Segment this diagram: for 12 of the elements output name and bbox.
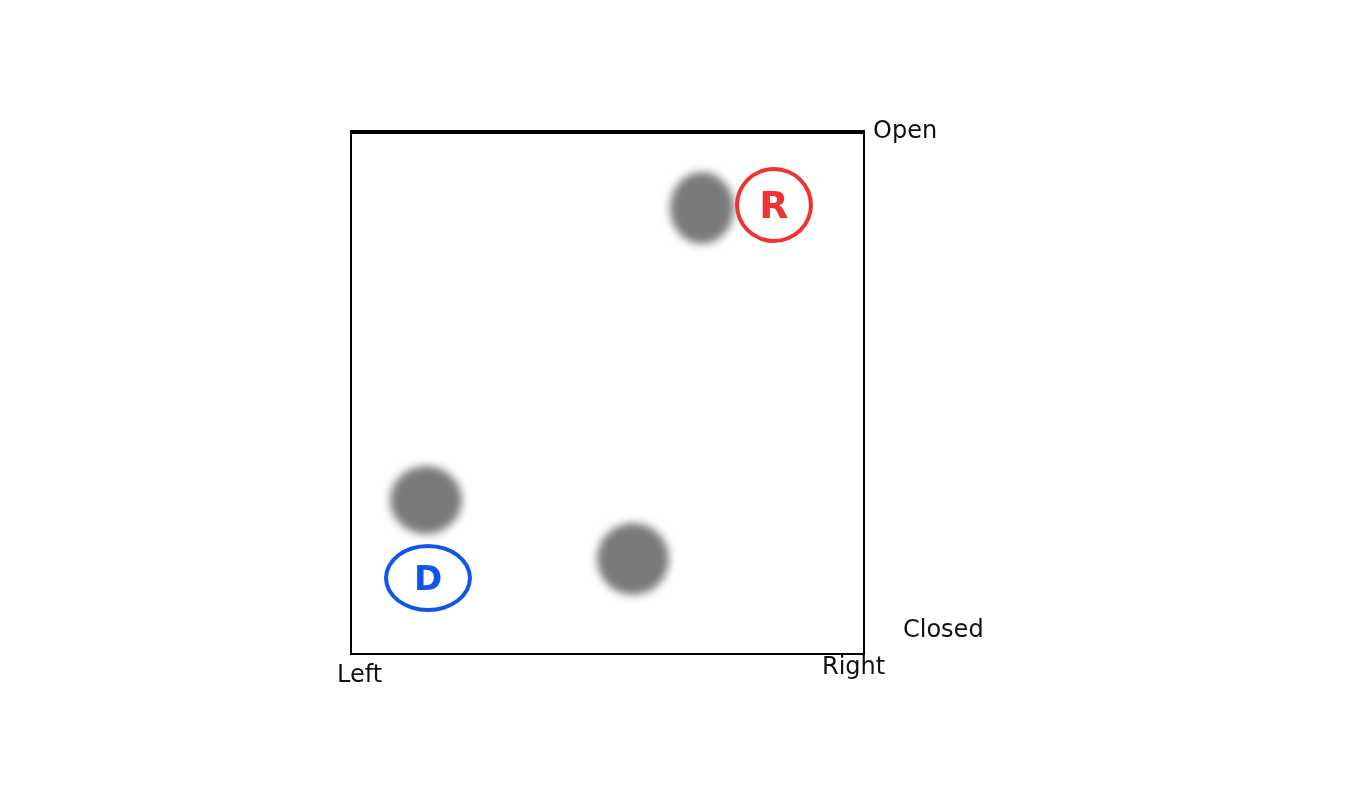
blurred-dot bbox=[597, 523, 669, 595]
axis-label: Right bbox=[822, 652, 886, 680]
axis-label: Closed bbox=[903, 615, 984, 643]
blurred-dot bbox=[670, 172, 734, 244]
letter-label: D bbox=[413, 561, 443, 595]
blurred-dot bbox=[390, 466, 462, 534]
axis-label: Left bbox=[337, 660, 383, 688]
quadrant-square bbox=[350, 130, 865, 655]
circled-letter bbox=[384, 544, 472, 612]
letter-label: R bbox=[759, 186, 789, 224]
axis-label: Open bbox=[873, 116, 938, 144]
circled-letter bbox=[735, 167, 813, 243]
